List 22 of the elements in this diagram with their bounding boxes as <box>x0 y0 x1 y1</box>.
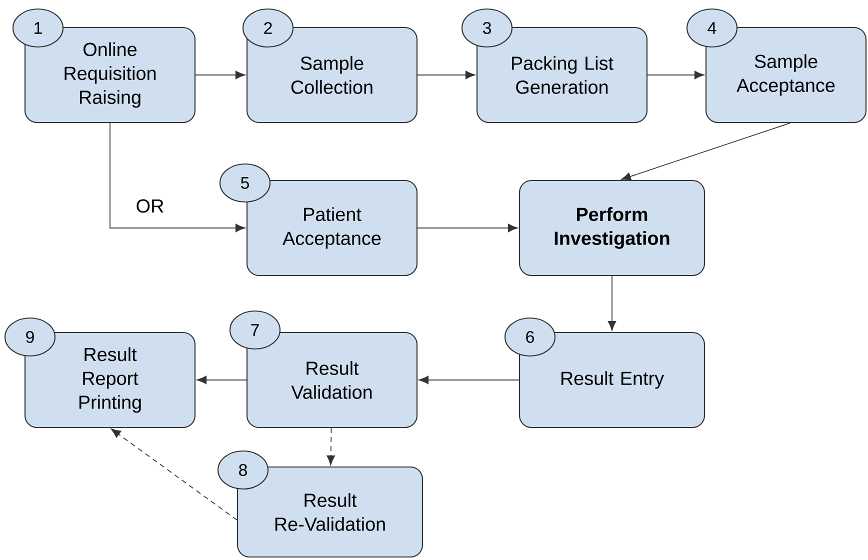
arrow <box>418 376 520 384</box>
step-number-badge: 3 <box>461 8 513 48</box>
arrow <box>647 70 704 80</box>
arrow <box>621 122 790 181</box>
arrow <box>196 376 247 384</box>
step-number-badge: 7 <box>229 310 281 350</box>
step-number-badge: 1 <box>12 8 64 48</box>
step-number-badge: 5 <box>219 163 271 203</box>
process-box: Perform Investigation <box>518 180 706 276</box>
arrow <box>110 122 246 232</box>
arrow <box>110 428 238 520</box>
step-number-badge: 8 <box>217 450 269 490</box>
step-number-badge: 9 <box>4 317 56 357</box>
arrow <box>608 276 616 331</box>
arrow <box>417 70 476 80</box>
arrow <box>195 70 246 80</box>
step-number-badge: 6 <box>504 317 556 357</box>
step-number-badge: 4 <box>686 8 738 48</box>
arrow <box>417 224 518 232</box>
edge-label: OR <box>134 197 166 215</box>
arrow <box>326 428 335 466</box>
step-number-badge: 2 <box>242 8 294 48</box>
